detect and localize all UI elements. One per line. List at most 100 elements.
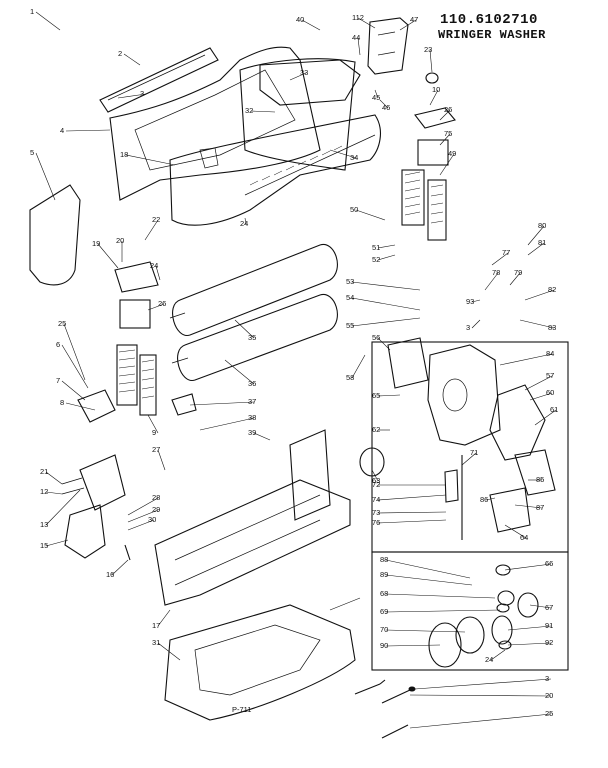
callout-50: 50: [350, 205, 358, 214]
callout-leader-16: [111, 559, 129, 576]
part-47-detail: [377, 31, 396, 56]
callout-46: 46: [382, 103, 390, 112]
callout-22: 22: [152, 215, 160, 224]
part-9-plate: [77, 389, 116, 423]
base-frame: [154, 429, 361, 721]
callout-3: 3: [545, 674, 549, 683]
callout-13: 13: [40, 520, 48, 529]
part-18-hatching: [249, 145, 343, 186]
callout-65: 65: [372, 391, 380, 400]
part-13-pin: [61, 487, 85, 495]
callout-39: 39: [248, 428, 256, 437]
callout-49: 49: [448, 149, 456, 158]
callout-leader-50: [355, 209, 386, 221]
callout-leader-28: [127, 497, 159, 516]
callout-24: 24: [485, 655, 493, 664]
part-19-bracket: [114, 261, 159, 293]
part-87-pinion: [491, 615, 513, 645]
callout-12: 12: [40, 487, 48, 496]
part-2-strip: [99, 47, 219, 113]
callout-leader-7: [61, 380, 86, 401]
callout-leader-92: [507, 642, 552, 646]
part-89-gear: [517, 592, 539, 618]
callout-leader-3: [117, 93, 147, 99]
callout-leader-20: [409, 694, 552, 697]
callout-leader-65: [377, 394, 401, 397]
callout-90: 90: [380, 641, 388, 650]
part-26-block-left: [119, 299, 151, 329]
callout-34: 34: [350, 153, 358, 162]
callout-leader-54: [351, 297, 421, 311]
callout-40: 40: [296, 15, 304, 24]
callout-leader-8: [65, 402, 96, 411]
part-16-guard: [64, 504, 106, 559]
callout-leader-45: [374, 89, 379, 99]
callout-leader-80: [527, 225, 545, 246]
spring-coils-left: [118, 349, 155, 399]
spring-stack-left-b: [139, 354, 157, 416]
part-86-lever: [489, 487, 531, 533]
callout-16: 16: [106, 570, 114, 579]
callout-leader-49: [439, 153, 455, 176]
callout-leader-9: [147, 414, 159, 434]
callout-leader-21: [45, 471, 63, 485]
callout-leader-19: [97, 243, 119, 269]
callout-24: 24: [240, 219, 248, 228]
callout-51: 51: [372, 243, 380, 252]
callout-77: 77: [502, 248, 510, 257]
callout-61: 61: [550, 405, 558, 414]
callout-leader-79: [509, 272, 521, 286]
callout-3: 3: [466, 323, 470, 332]
callout-leader-24: [155, 265, 161, 281]
callout-leader-23: [429, 49, 433, 73]
callout-leader-26: [147, 303, 165, 311]
callout-17: 17: [152, 621, 160, 630]
callout-68: 68: [380, 589, 388, 598]
callout-leader-3: [414, 678, 552, 690]
callout-leader-78: [484, 272, 499, 291]
callout-86: 86: [480, 495, 488, 504]
part-91-bolt: [354, 679, 386, 695]
part-65-gear: [497, 590, 515, 606]
callout-leader-29: [127, 509, 159, 523]
callout-3: 3: [140, 89, 144, 98]
part-38-bearing: [171, 393, 197, 416]
part-10-bracket: [414, 107, 456, 129]
part-5-cover: [29, 184, 81, 286]
callout-1: 1: [30, 7, 34, 16]
callout-37: 37: [248, 397, 256, 406]
part-92-nut: [408, 686, 416, 692]
callout-leader-47: [399, 19, 417, 31]
callout-leader-70: [385, 629, 466, 633]
callout-25: 25: [545, 709, 553, 718]
wringer-rolls: [169, 244, 338, 416]
part-47-plate: [367, 17, 409, 75]
callout-leader-3: [471, 319, 481, 329]
part-66-washer: [496, 603, 510, 613]
callout-leader-26: [439, 109, 451, 121]
callout-80: 80: [538, 221, 546, 230]
callout-20: 20: [545, 691, 553, 700]
callout-8: 8: [60, 398, 64, 407]
callout-leader-39: [253, 432, 271, 441]
tray-rod: [329, 597, 361, 611]
callout-leader-25: [409, 713, 552, 729]
callout-2: 2: [118, 49, 122, 58]
callout-leader-30: [127, 519, 155, 531]
callout-leader-87: [514, 504, 543, 509]
callout-leader-35: [234, 319, 255, 339]
callout-30: 30: [148, 515, 156, 524]
callout-19: 19: [92, 239, 100, 248]
callout-leader-66: [504, 563, 552, 571]
callout-72: 72: [372, 480, 380, 489]
lower-gear-inset: [371, 551, 569, 671]
callout-leader-67: [529, 604, 552, 609]
callout-leader-83: [519, 319, 555, 329]
callout-74: 74: [372, 495, 380, 504]
callout-leader-112: [357, 17, 376, 29]
callout-leader-52: [377, 254, 396, 261]
callout-47: 47: [410, 15, 418, 24]
spring-stack-left-a: [116, 344, 138, 406]
callout-112: 112: [352, 13, 364, 22]
callout-leader-33: [289, 72, 307, 81]
